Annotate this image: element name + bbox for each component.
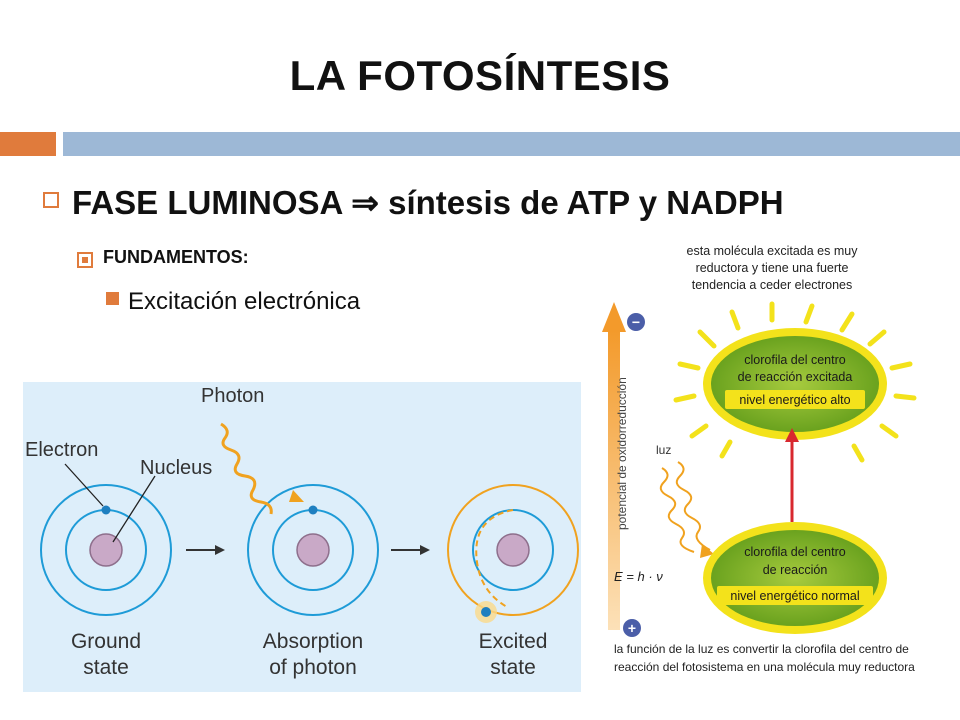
stage-label-line1: Excited: [479, 630, 548, 653]
header-bar: [63, 132, 960, 156]
photon-wave-icon: [220, 422, 304, 515]
top-note-line: esta molécula excitada es muy: [687, 244, 859, 258]
nucleus-label: Nucleus: [140, 457, 212, 479]
absorption-atom: [247, 484, 379, 616]
stage-label-line2: of photon: [269, 656, 357, 679]
stage-label-line2: state: [83, 656, 129, 679]
ground-state-atom: [40, 463, 172, 616]
bullet-level2-text: FUNDAMENTOS:: [103, 247, 249, 267]
energy-equation: E = h · ν: [614, 569, 663, 584]
ground-line2: de reacción: [763, 563, 828, 577]
bullet-level1-text: FASE LUMINOSA ⇒ síntesis de ATP y NADPH: [72, 184, 784, 221]
excited-state-atom: [447, 484, 579, 623]
electron-label: Electron: [25, 439, 98, 461]
bottom-note-line: la función de la luz es convertir la clo…: [614, 642, 909, 656]
minus-badge-icon: [627, 313, 645, 331]
minus-sign: −: [632, 314, 640, 330]
electron: [101, 505, 111, 515]
accent-bar: [0, 132, 56, 156]
stage-label-line1: Absorption: [263, 630, 363, 653]
ground-chlorophyll-node: [703, 522, 887, 634]
arrow-icon: [391, 545, 430, 555]
bullet-level3-text: Excitación electrónica: [128, 288, 361, 315]
excited-line1: clorofila del centro: [744, 353, 845, 367]
light-label: luz: [656, 443, 671, 457]
square-dot-bullet-icon: [77, 252, 93, 268]
redox-potential-diagram: esta molécula excitada es muy reductora …: [602, 244, 917, 674]
excited-line2: de reacción excitada: [738, 370, 853, 384]
redox-axis-arrow: [602, 302, 626, 630]
hollow-square-bullet-icon: [43, 192, 59, 208]
bottom-note-line: reacción del fotosistema en una molécula…: [614, 660, 915, 674]
arrow-icon: [186, 545, 225, 555]
top-note-line: reductora y tiene una fuerte: [696, 261, 849, 275]
slide-title: LA FOTOSÍNTESIS: [289, 52, 671, 99]
axis-label: potencial de oxidorreducción: [615, 377, 629, 530]
plus-badge-icon: [623, 619, 641, 637]
stage-label-line1: Ground: [71, 630, 141, 653]
photon-label: Photon: [201, 385, 264, 407]
excited-level: nivel energético alto: [739, 393, 850, 407]
electron-excitation-diagram: Photon Electron Nucleus Ground state Abs…: [23, 382, 581, 692]
top-note-line: tendencia a ceder electrones: [692, 278, 853, 292]
light-arrowhead-icon: [700, 544, 714, 558]
excitation-rays: [673, 301, 917, 463]
nucleus: [89, 533, 123, 567]
ground-level: nivel energético normal: [730, 589, 859, 603]
filled-square-bullet-icon: [106, 292, 119, 305]
stage-label-line2: state: [490, 656, 536, 679]
excited-chlorophyll-node: [703, 328, 887, 440]
ground-line1: clorofila del centro: [744, 545, 845, 559]
plus-sign: +: [628, 620, 636, 636]
light-wave-icon: [659, 461, 711, 553]
excitation-arrow-icon: [785, 428, 799, 522]
